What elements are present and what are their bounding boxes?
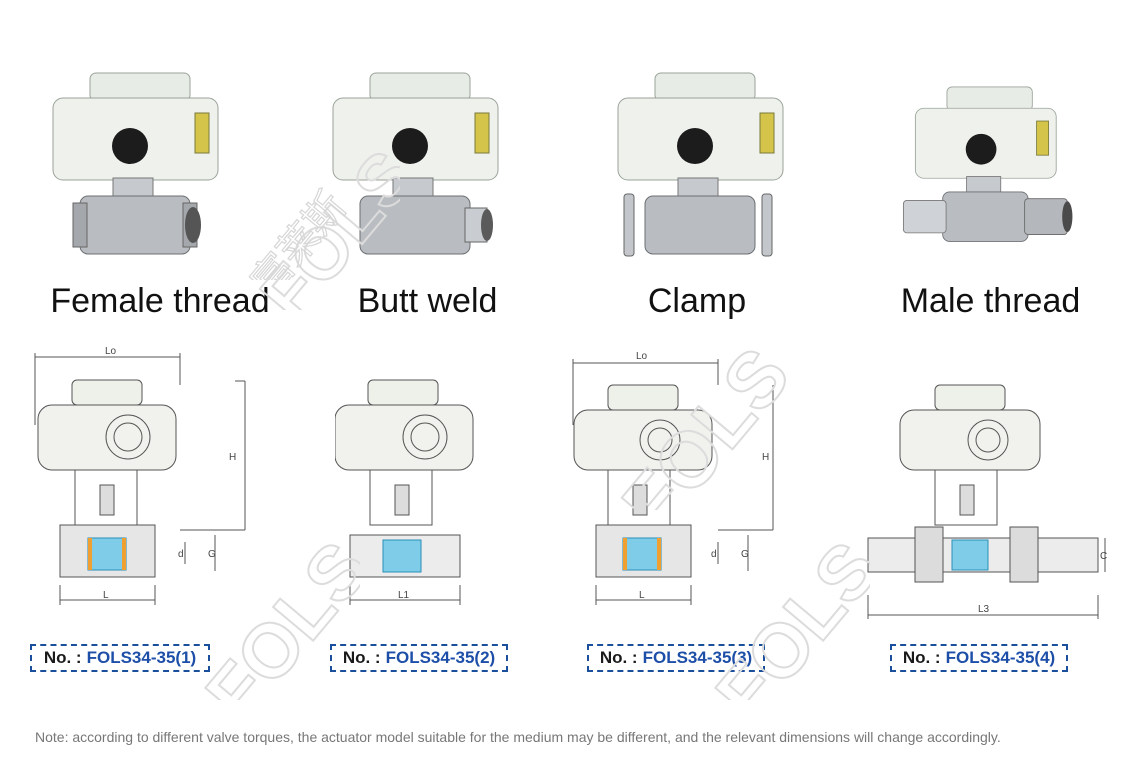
dim-label-lo: Lo	[105, 346, 117, 357]
caption-butt-weld: Butt weld	[357, 282, 498, 320]
dim-label-g: G	[208, 549, 216, 560]
model-label-code: FOLS34-35(1)	[86, 648, 197, 667]
dim-label-d-3: d	[711, 549, 717, 560]
model-label-code: FOLS34-35(3)	[642, 648, 753, 667]
model-label-1: No. : FOLS34-35(1)	[30, 644, 210, 672]
caption-clamp: Clamp	[647, 282, 747, 320]
valve-body-male-thread	[902, 176, 1073, 242]
valve-body-butt-weld	[359, 177, 493, 255]
dim-label-g-3: G	[741, 549, 749, 560]
dim-label-l3: L3	[978, 604, 990, 615]
model-label-code: FOLS34-35(4)	[945, 648, 1056, 667]
footer-note: Note: according to different valve torqu…	[35, 729, 1001, 745]
drawing-male-thread: C L3	[867, 384, 1107, 619]
model-label-2: No. : FOLS34-35(2)	[330, 644, 508, 672]
model-label-4: No. : FOLS34-35(4)	[890, 644, 1068, 672]
model-label-prefix: No. :	[599, 648, 638, 667]
drawing-clamp: Lo H d G L	[572, 351, 774, 605]
dim-label-h: H	[229, 452, 236, 463]
drawing-butt-weld: L1	[335, 379, 474, 605]
caption-male-thread: Male thread	[900, 282, 1081, 320]
dim-label-l1: L1	[398, 590, 410, 601]
product-photo-butt-weld	[332, 72, 499, 255]
model-label-3: No. : FOLS34-35(3)	[587, 644, 765, 672]
product-photo-clamp	[617, 72, 784, 257]
dim-label-d: d	[178, 549, 184, 560]
valve-body-female	[72, 177, 201, 255]
drawing-female-thread: Lo H d G L	[34, 346, 246, 605]
model-label-prefix: No. :	[342, 648, 381, 667]
dim-label-l: L	[103, 590, 109, 601]
model-label-prefix: No. :	[43, 648, 82, 667]
dim-label-h-3: H	[762, 452, 769, 463]
actuator-body	[617, 72, 784, 181]
dim-label-l-3: L	[639, 590, 645, 601]
valve-body-clamp	[623, 177, 773, 257]
dim-label-c: C	[1100, 551, 1107, 562]
actuator-body	[52, 72, 219, 181]
model-label-code: FOLS34-35(2)	[385, 648, 496, 667]
model-label-prefix: No. :	[902, 648, 941, 667]
product-photo-female-thread	[52, 72, 219, 255]
actuator-body	[914, 86, 1057, 179]
actuator-body	[332, 72, 499, 181]
caption-female-thread: Female thread	[50, 282, 270, 320]
dim-label-lo-3: Lo	[636, 351, 648, 362]
product-photo-male-thread	[902, 86, 1073, 242]
